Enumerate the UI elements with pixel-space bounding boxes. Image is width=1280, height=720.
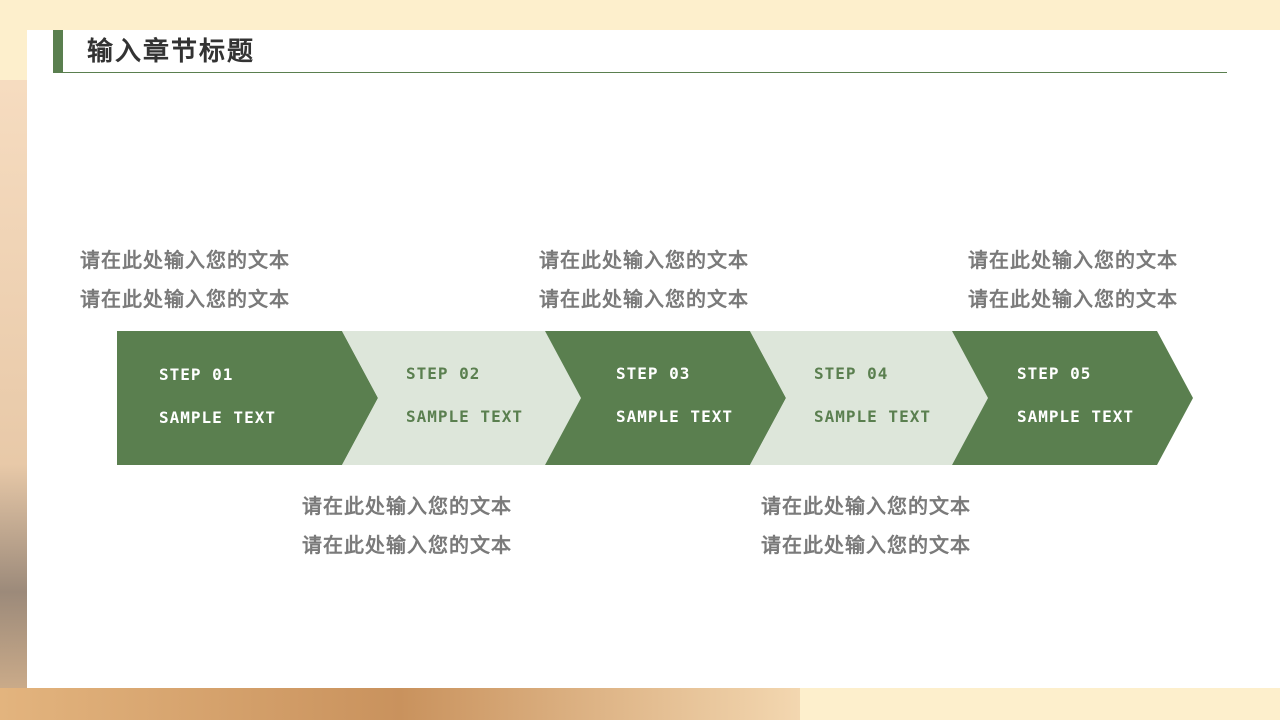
note-line: 请在此处输入您的文本	[80, 248, 290, 272]
page-title: 输入章节标题	[87, 37, 256, 67]
step-5-label: STEP 05	[1017, 364, 1092, 383]
step-1-label: STEP 01	[159, 365, 234, 384]
note-line: 请在此处输入您的文本	[80, 287, 290, 311]
background-photo-left	[0, 80, 27, 720]
note-step-1: 请在此处输入您的文本 请在此处输入您的文本	[80, 241, 290, 319]
chevron-step-5	[952, 331, 1193, 465]
note-step-4: 请在此处输入您的文本 请在此处输入您的文本	[761, 487, 971, 565]
background-photo-bottom	[0, 688, 800, 720]
note-line: 请在此处输入您的文本	[302, 533, 512, 557]
note-line: 请在此处输入您的文本	[761, 533, 971, 557]
step-2-text: SAMPLE TEXT	[406, 407, 523, 426]
note-step-3: 请在此处输入您的文本 请在此处输入您的文本	[539, 241, 749, 319]
step-5-text: SAMPLE TEXT	[1017, 407, 1134, 426]
note-line: 请在此处输入您的文本	[968, 287, 1178, 311]
note-line: 请在此处输入您的文本	[539, 287, 749, 311]
title-divider	[53, 72, 1227, 73]
note-step-5: 请在此处输入您的文本 请在此处输入您的文本	[968, 241, 1178, 319]
note-line: 请在此处输入您的文本	[761, 494, 971, 518]
chevron-step-4	[750, 331, 988, 465]
step-4-text: SAMPLE TEXT	[814, 407, 931, 426]
chevron-step-2	[342, 331, 581, 465]
step-2-label: STEP 02	[406, 364, 481, 383]
step-3-text: SAMPLE TEXT	[616, 407, 733, 426]
note-line: 请在此处输入您的文本	[302, 494, 512, 518]
step-1-text: SAMPLE TEXT	[159, 408, 276, 427]
step-4-label: STEP 04	[814, 364, 889, 383]
chevron-step-1	[117, 331, 378, 465]
chevron-step-3	[545, 331, 786, 465]
note-step-2: 请在此处输入您的文本 请在此处输入您的文本	[302, 487, 512, 565]
title-accent-bar	[53, 30, 63, 72]
note-line: 请在此处输入您的文本	[539, 248, 749, 272]
step-3-label: STEP 03	[616, 364, 691, 383]
note-line: 请在此处输入您的文本	[968, 248, 1178, 272]
